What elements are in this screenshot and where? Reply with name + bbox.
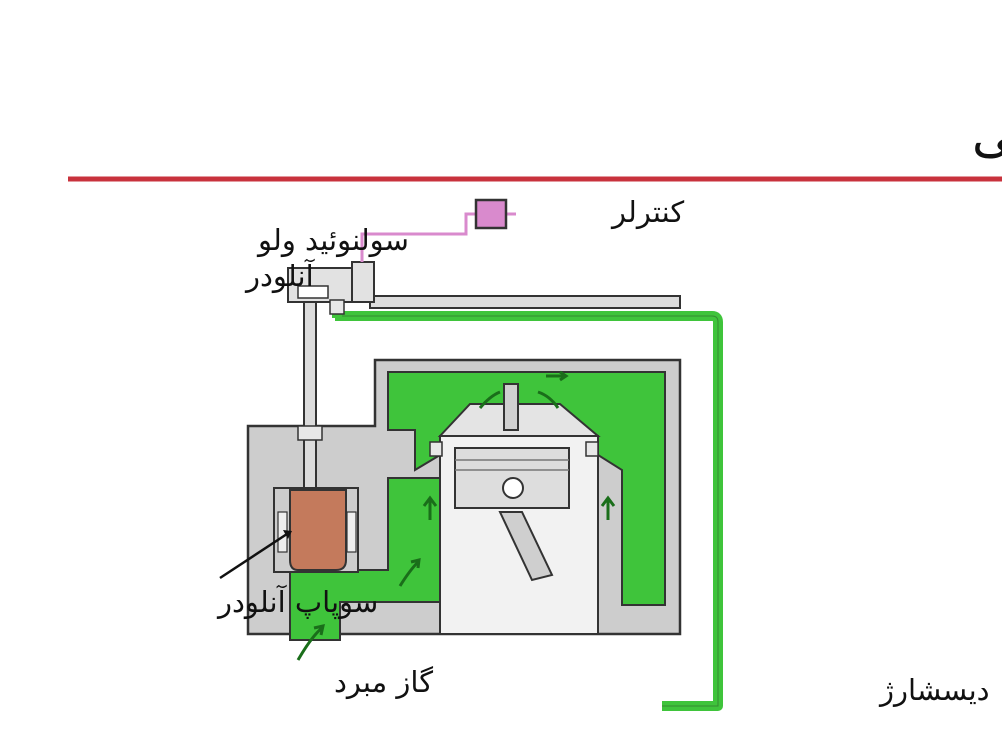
- connecting-rod: [498, 511, 554, 582]
- cylinder: [429, 383, 601, 635]
- label-solenoid-line2: آنلودر: [244, 258, 316, 293]
- unloader-valve-leader: [219, 530, 291, 580]
- page-title: آنلودر کمپرسور سیلندر پیستونی: [972, 105, 1002, 164]
- tube-fitting: [297, 425, 323, 441]
- label-controller: کنترلر: [610, 195, 684, 229]
- controller-box: [474, 198, 508, 230]
- label-unloader-valve: سوپاپ آنلودر: [216, 584, 378, 620]
- piston-pin: [502, 477, 524, 499]
- label-suction-gas: گاز مبرد: [334, 665, 433, 699]
- flow-arrows: [296, 370, 616, 661]
- pilot-tube: [303, 295, 317, 493]
- discharge-valve-stem: [503, 383, 519, 431]
- header-pipe: [369, 295, 681, 309]
- signal-wire: [360, 212, 476, 262]
- label-discharge: دیسشارژ: [878, 673, 990, 707]
- solenoid-valve: [287, 261, 375, 315]
- unloader-valve: [273, 487, 359, 573]
- label-solenoid-line1: سولنوئید ولو: [256, 223, 409, 257]
